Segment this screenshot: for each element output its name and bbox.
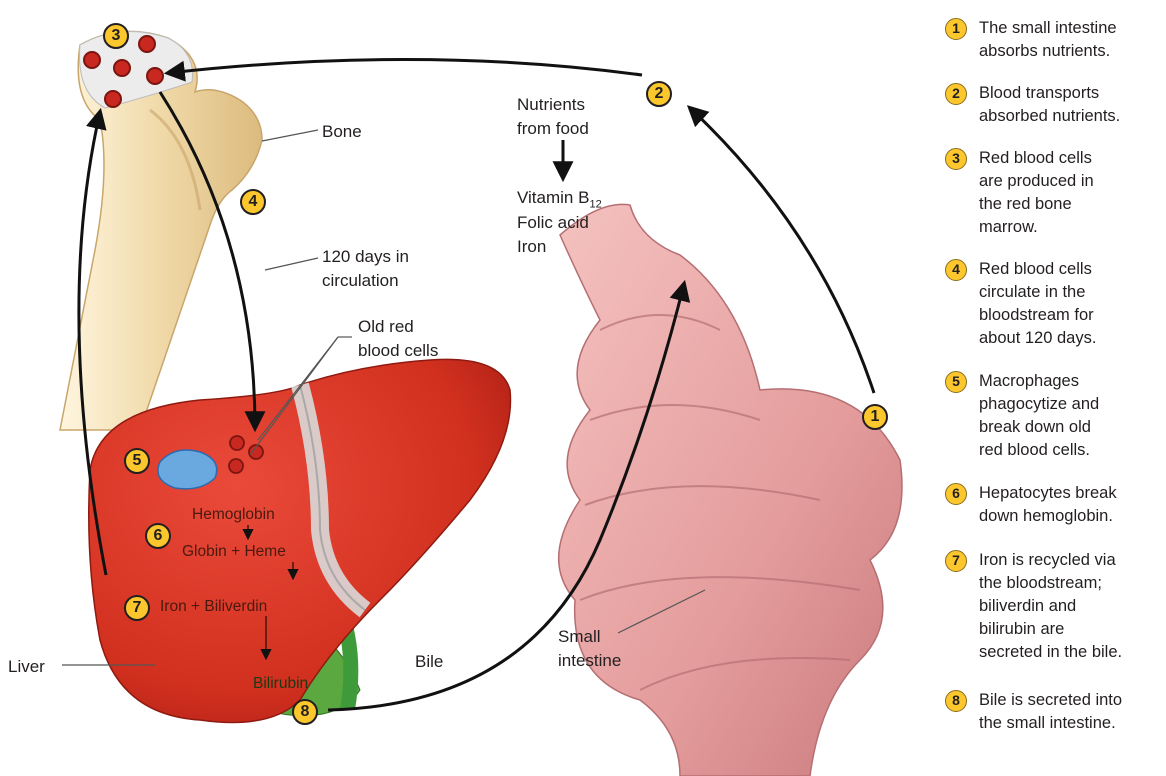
label-folic-acid: Folic acid <box>517 212 589 234</box>
badge-7: 7 <box>124 595 150 621</box>
label-vitamin: Vitamin B12 <box>517 187 602 209</box>
bone-shape <box>60 31 262 430</box>
label-nutrients-line2: from food <box>517 118 589 140</box>
label-old-cells-line1: Old red <box>358 316 414 338</box>
badge-5: 5 <box>124 448 150 474</box>
legend-badge-3: 3 <box>945 148 967 170</box>
label-iron: Iron <box>517 236 546 258</box>
legend-badge-2: 2 <box>945 83 967 105</box>
small-intestine-shape <box>559 204 902 776</box>
label-small-intestine-line1: Small <box>558 626 601 648</box>
label-globin-heme: Globin + Heme <box>182 542 286 562</box>
label-days-line2: circulation <box>322 270 399 292</box>
label-liver: Liver <box>8 656 45 678</box>
badge-1: 1 <box>862 404 888 430</box>
label-days-line1: 120 days in <box>322 246 409 268</box>
badge-4: 4 <box>240 189 266 215</box>
badge-2: 2 <box>646 81 672 107</box>
label-small-intestine-line2: intestine <box>558 650 621 672</box>
badge-6: 6 <box>145 523 171 549</box>
legend-badge-8: 8 <box>945 690 967 712</box>
badge-3: 3 <box>103 23 129 49</box>
label-nutrients-line1: Nutrients <box>517 94 585 116</box>
badge-8: 8 <box>292 699 318 725</box>
label-iron-biliverdin: Iron + Biliverdin <box>160 597 267 617</box>
legend-badge-1: 1 <box>945 18 967 40</box>
legend-badge-5: 5 <box>945 371 967 393</box>
label-bilirubin: Bilirubin <box>253 674 308 694</box>
arrow-2-to-bone <box>168 59 642 75</box>
label-bile: Bile <box>415 651 443 673</box>
legend-badge-6: 6 <box>945 483 967 505</box>
label-bone: Bone <box>322 121 362 143</box>
legend-badge-7: 7 <box>945 550 967 572</box>
label-hemoglobin: Hemoglobin <box>192 505 275 525</box>
label-old-cells-line2: blood cells <box>358 340 438 362</box>
legend-badge-4: 4 <box>945 259 967 281</box>
macrophage-shape <box>158 450 217 489</box>
